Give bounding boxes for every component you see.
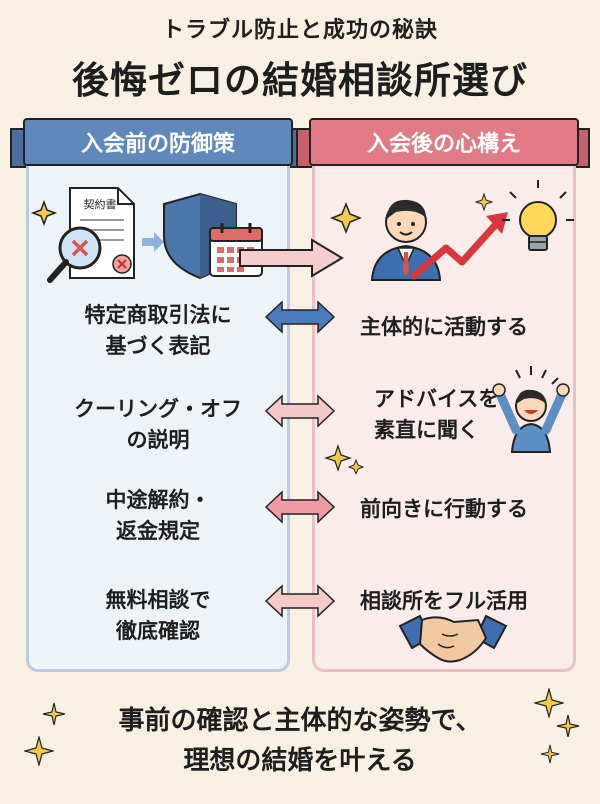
sparkle-icon (534, 688, 564, 718)
sparkle-icon (324, 444, 364, 474)
lightbulb-icon (502, 180, 574, 251)
sparkle-icon (24, 736, 54, 766)
right-item-2: アドバイスを 素直に聞く (374, 387, 500, 442)
footer-line-2: 理想の結婚を叶える (183, 746, 417, 776)
left-item-1: 特定商取引法に 基づく表記 (84, 303, 232, 358)
magnifier-icon (47, 226, 102, 283)
right-item-3: 前向きに行動する (360, 497, 528, 521)
sparkle-icon (540, 744, 560, 764)
sparkle-icon (42, 702, 66, 726)
double-arrow-icon (264, 584, 336, 618)
businessman-icon (370, 199, 442, 281)
right-ribbon: 入会後の心構え (309, 118, 579, 166)
left-item-3: 中途解約・ 返金規定 (105, 488, 211, 543)
left-item-2: クーリング・オフ の説明 (74, 397, 242, 452)
right-illustration (329, 180, 574, 281)
left-ribbon: 入会前の防御策 (23, 118, 293, 166)
double-arrow-icon (264, 490, 336, 524)
document-label: 契約書 (84, 197, 117, 211)
right-item-1: 主体的に活動する (360, 315, 528, 339)
growth-arrow-icon (410, 212, 508, 280)
page-subtitle: トラブル防止と成功の秘訣 (161, 18, 438, 43)
sparkle-icon (30, 199, 58, 227)
connector-arrow (239, 238, 344, 278)
arrow-right-icon (142, 232, 164, 252)
arrow-right-icon (239, 238, 344, 278)
handshake-icon (398, 614, 508, 663)
left-illustration: 契約書 (30, 187, 263, 283)
double-arrow-icon (264, 394, 336, 428)
double-arrow-icon (264, 300, 336, 334)
sparkle-icon (474, 192, 494, 212)
footer-line-1: 事前の確認と主体的な姿勢で、 (118, 706, 482, 736)
left-item-4: 無料相談で 徹底確認 (105, 588, 211, 643)
cheering-person-icon (492, 366, 570, 453)
sparkle-icon (329, 201, 363, 235)
sparkle-icon (556, 714, 580, 738)
right-item-4: 相談所をフル活用 (360, 589, 528, 613)
page-title: 後悔ゼロの結婚相談所選び (72, 59, 528, 102)
